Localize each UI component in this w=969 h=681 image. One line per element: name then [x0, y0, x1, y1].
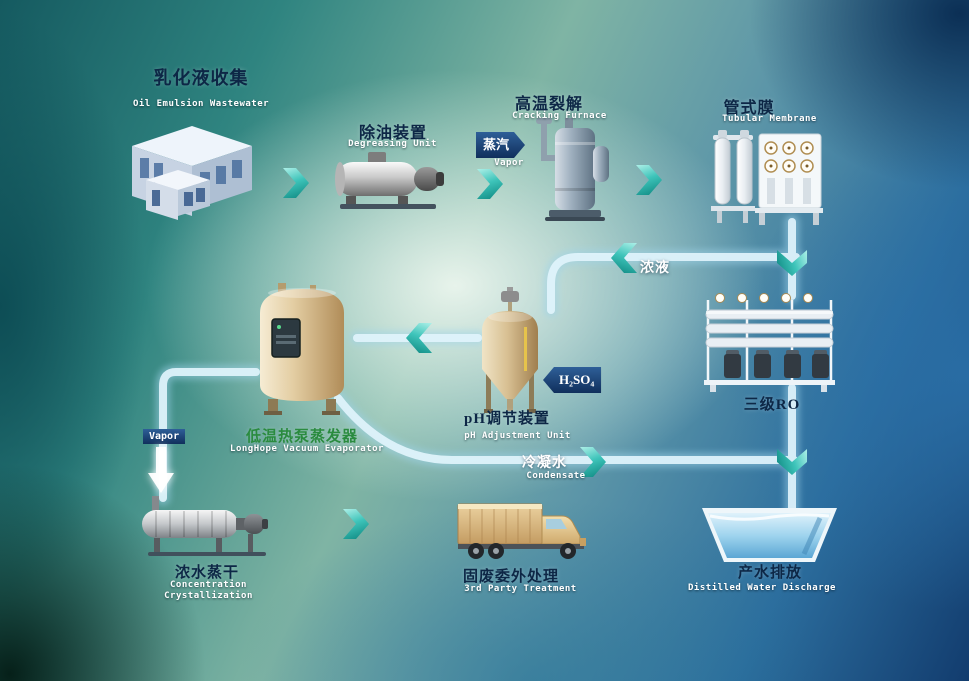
- label-collection-zh: 乳化液收集: [153, 68, 249, 88]
- label-crystallization-en1: Concentration: [170, 580, 247, 590]
- vapor-tag: Vapor: [143, 429, 186, 444]
- label-tubular-zh: 管式膜: [723, 100, 775, 117]
- condensate-label-zh: 冷凝水: [522, 456, 567, 471]
- flow-chevron-dryer-to-truck: [343, 509, 369, 539]
- label-ro-zh: 三级RO: [743, 397, 801, 413]
- label-crystallization-en2: Crystallization: [164, 591, 253, 601]
- flow-chevron-membrane-to-ro: [777, 250, 807, 276]
- condensate-label-en: Condensate: [526, 471, 586, 481]
- label-degreasing-en: Degreasing Unit: [348, 139, 437, 149]
- label-tubular-en: Tubular Membrane: [722, 114, 817, 124]
- label-ph-en: pH Adjustment Unit: [464, 431, 571, 441]
- label-collection-en: Oil Emulsion Wastewater: [132, 99, 270, 109]
- label-cracking-en: Cracking Furnace: [512, 111, 607, 121]
- label-crystallization-zh: 浓水蒸干: [174, 565, 239, 581]
- label-degreasing-zh: 除油装置: [358, 125, 427, 142]
- steam-label-en: Vapor: [494, 158, 524, 168]
- crystallization-dryer-icon: [140, 496, 270, 563]
- label-third-party-en: 3rd Party Treatment: [464, 584, 577, 594]
- flow-chevron-cracking-to-membrane: [636, 165, 662, 195]
- cracking-furnace-icon: [525, 118, 615, 228]
- discharge-pool-icon: [702, 506, 837, 569]
- tubular-membrane-icon: [705, 128, 825, 233]
- ph-reactor-icon: [476, 287, 546, 427]
- vapor-down-arrow-icon: [148, 447, 174, 493]
- label-third-party-zh: 固废委外处理: [462, 569, 559, 585]
- label-cracking-zh: 高温裂解: [514, 96, 583, 113]
- label-ph-zh: pH调节装置: [463, 411, 550, 427]
- factory-icon: [126, 110, 258, 227]
- ro-unit-icon: [702, 288, 837, 398]
- label-evaporator-en: LongHope Vacuum Evaporator: [230, 444, 384, 454]
- h2so4-arrow-flag: H₂SO₄: [543, 367, 602, 393]
- degreasing-unit-icon: [332, 150, 447, 217]
- concentrate-label: 浓液: [640, 261, 670, 276]
- flow-chevron-ph-to-evaporator: [406, 323, 432, 353]
- evaporator-icon: [252, 283, 352, 423]
- flow-chevron-collection-to-degreasing: [283, 168, 309, 198]
- flow-chevron-degreasing-to-cracking: [477, 169, 503, 199]
- label-discharge-zh: 产水排放: [737, 565, 802, 581]
- truck-icon: [456, 500, 591, 567]
- label-discharge-en: Distilled Water Discharge: [688, 583, 836, 593]
- steam-arrow-flag: 蒸汽: [476, 132, 525, 158]
- flow-chevron-concentrate-to-ph: [611, 243, 637, 273]
- label-evaporator-zh: 低温热泵蒸发器: [245, 429, 358, 445]
- flow-chevron-ro-to-pool: [777, 449, 807, 475]
